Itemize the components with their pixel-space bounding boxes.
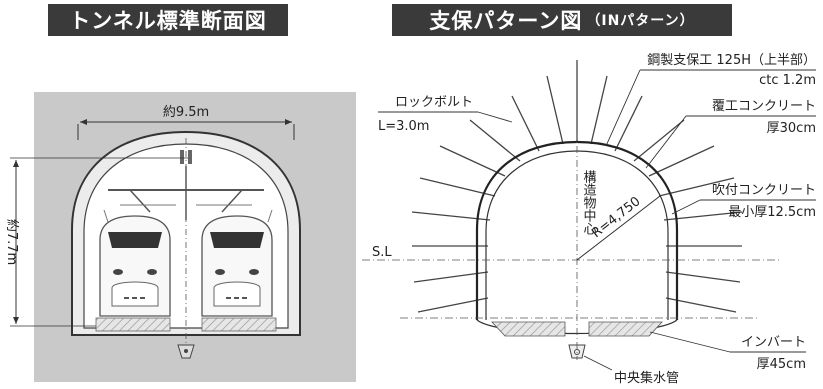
steel-support-spec: ctc 1.2m (759, 73, 816, 88)
width-label: 約9.5m (163, 105, 209, 120)
right-drain (568, 344, 586, 359)
left-shinkansen-train (99, 209, 171, 317)
invert-leader (649, 331, 731, 353)
spring-line-label: S.L (372, 245, 392, 260)
structure-center-label: 構造物中心 (581, 170, 597, 235)
right-shinkansen-train (201, 209, 273, 317)
lining-spec: 厚30cm (767, 121, 816, 136)
invert-left-slab (491, 321, 566, 337)
rock-bolt-leader (477, 111, 513, 123)
shotcrete-leader (671, 199, 701, 215)
drain-leader (583, 355, 613, 371)
invert-spec: 厚45cm (757, 357, 806, 372)
support-pattern-diagram: R=4,750 構造物中心 S.L ロックボルト L=3.0m 鋼製支保工 12… (362, 53, 816, 386)
steel-support-label: 鋼製支保工 125H（上半部） (647, 53, 816, 68)
right-panel-title: 支保パターン図 （INパターン） (392, 4, 732, 36)
rock-bolt-label: ロックボルト (395, 95, 473, 110)
radius-label: R=4,750 (589, 194, 643, 241)
shotcrete-spec: 最小厚12.5cm (728, 205, 816, 220)
height-label: 約7.7m (4, 219, 19, 265)
tunnel-cross-section: 約9.5m 約7.7m (4, 92, 356, 382)
steel-support-leader (605, 69, 641, 147)
right-title-text: 支保パターン図 (429, 9, 583, 33)
left-track-slab (95, 317, 171, 332)
shotcrete-label: 吹付コンクリート (712, 183, 816, 198)
overhead-catenary (108, 150, 264, 220)
right-title-suffix: （INパターン） (586, 13, 695, 29)
rock-bolt-spec: L=3.0m (378, 119, 429, 134)
right-track-slab (201, 317, 277, 332)
lining-label: 覆工コンクリート (712, 99, 816, 114)
drain-label: 中央集水管 (614, 370, 679, 386)
left-panel-title: トンネル標準断面図 (48, 4, 288, 36)
left-title-text: トンネル標準断面図 (69, 9, 267, 33)
invert-label: インバート (741, 335, 806, 350)
lining-leader (645, 115, 687, 169)
radius-line (576, 195, 661, 261)
invert-right-slab (588, 321, 663, 337)
